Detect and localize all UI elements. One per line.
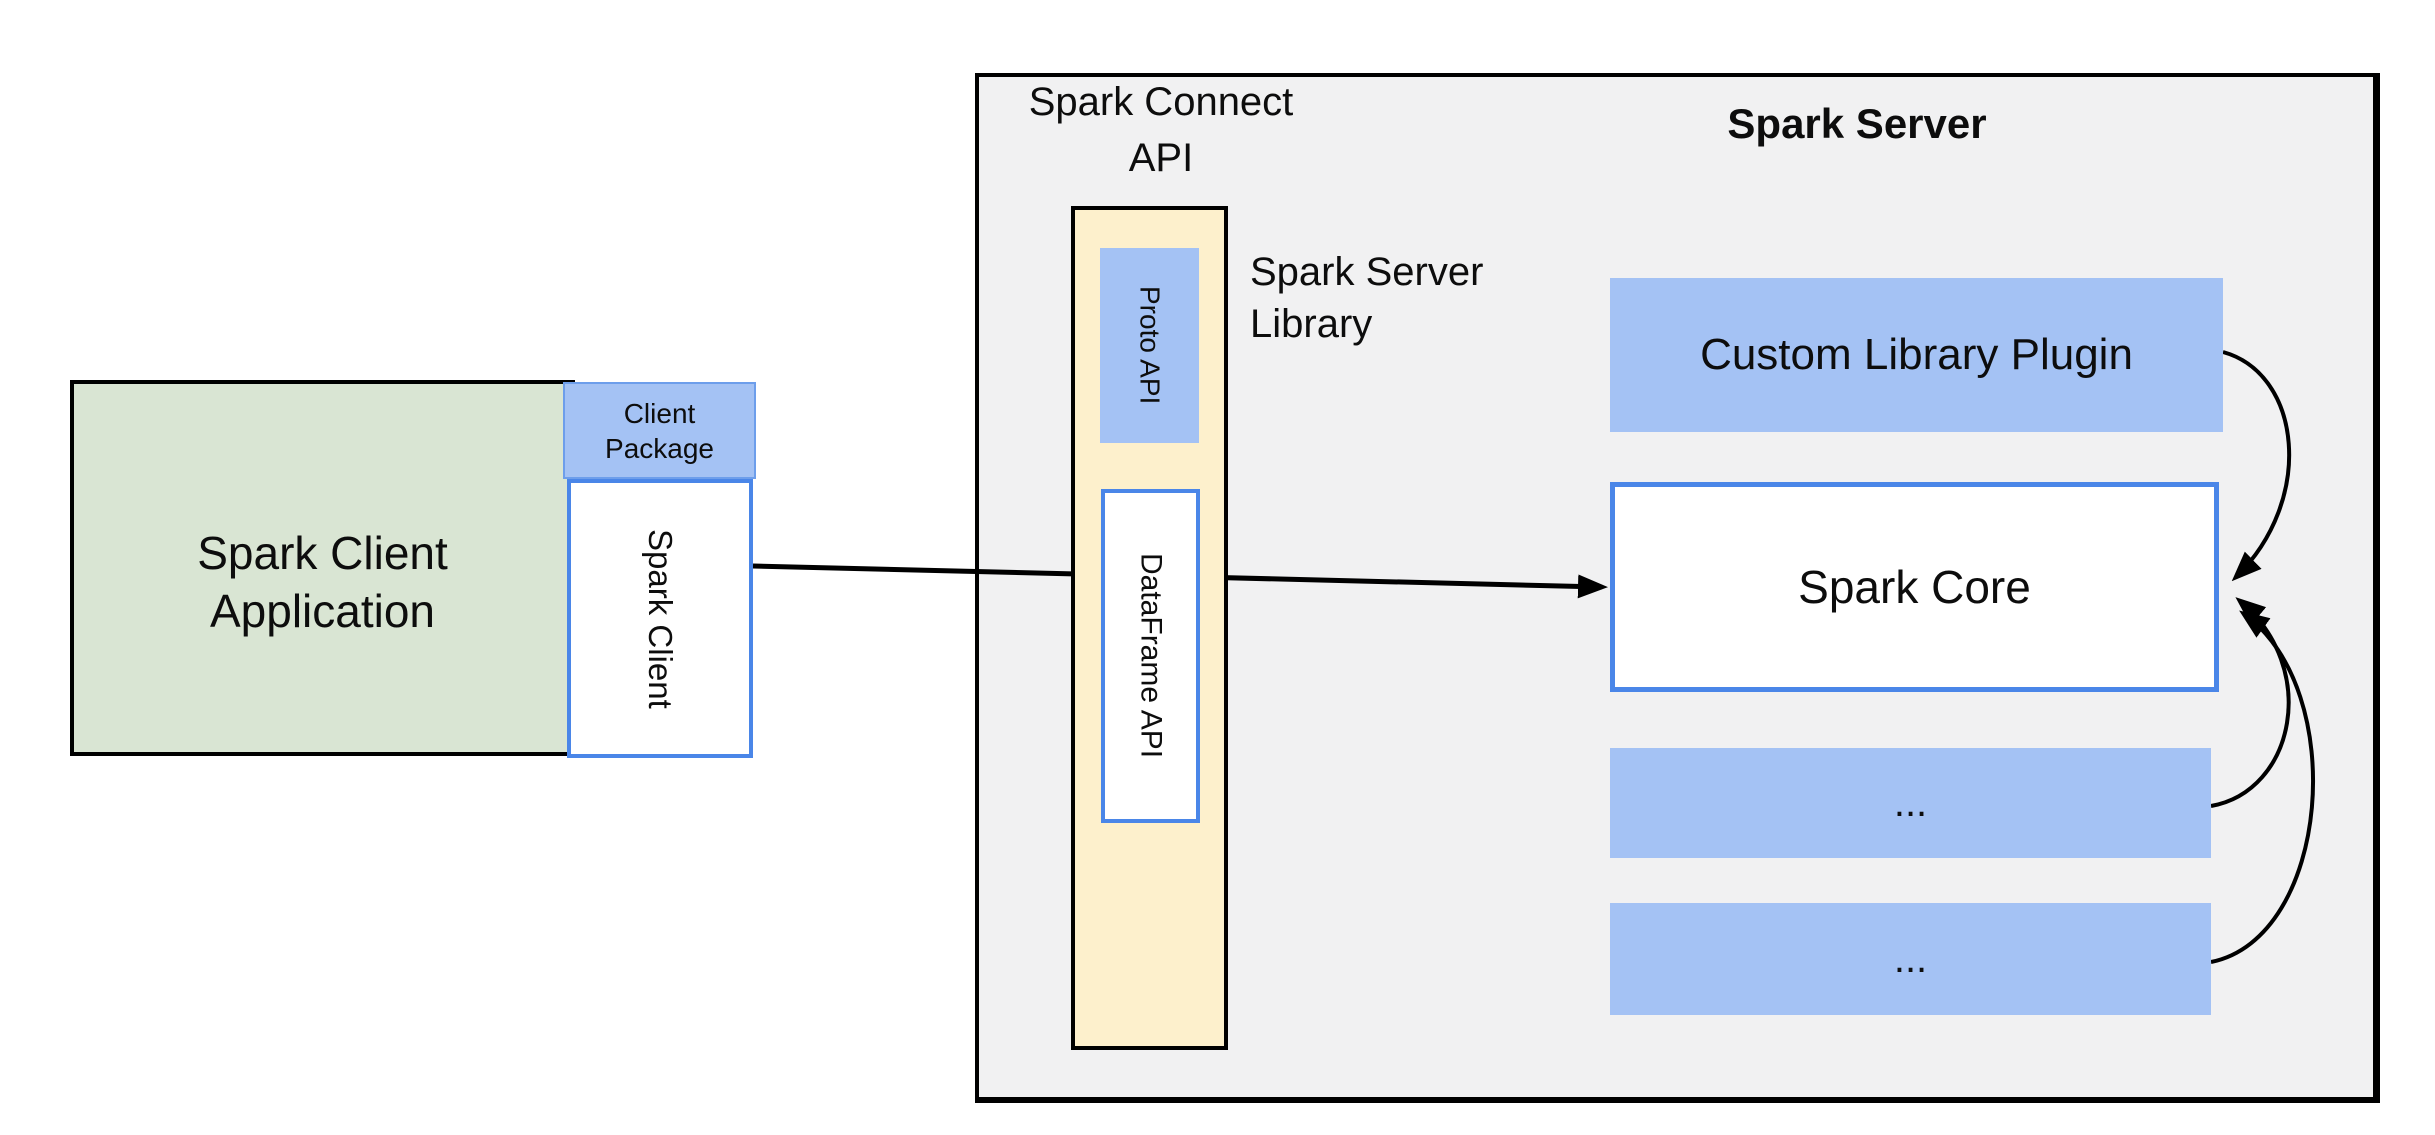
spark-core-box: Spark Core	[1610, 482, 2219, 692]
custom-library-plugin-label: Custom Library Plugin	[1700, 330, 2133, 379]
spark-server-title: Spark Server	[1727, 100, 1987, 147]
spark-client-application-line2: Application	[209, 585, 436, 637]
module-placeholder-box-2: ...	[1610, 903, 2211, 1015]
proto-api-box: Proto API	[1100, 248, 1199, 443]
spark-server-library-label: Spark Server Library	[1250, 246, 1580, 350]
module-placeholder-label-2: ...	[1893, 936, 1928, 981]
spark-client-box: Spark Client	[567, 479, 753, 758]
spark-connect-api-title-line2: API	[1128, 136, 1194, 180]
spark-client-label: Spark Client	[642, 528, 679, 709]
client-package-line2: Package	[605, 432, 714, 464]
spark-connect-api-title-line1: Spark Connect	[1028, 80, 1294, 124]
module-placeholder-label-1: ...	[1893, 780, 1928, 825]
dataframe-api-label: DataFrame API	[1134, 553, 1168, 759]
module-placeholder-box-1: ...	[1610, 748, 2211, 858]
dataframe-api-box: DataFrame API	[1101, 489, 1200, 823]
spark-core-label: Spark Core	[1798, 561, 2031, 613]
client-package-line1: Client	[623, 397, 696, 429]
spark-connect-api-title: Spark Connect API	[1001, 74, 1321, 186]
spark-server-library-label-line2: Library	[1250, 302, 1373, 346]
spark-server-library-label-line1: Spark Server	[1250, 250, 1484, 294]
proto-api-label: Proto API	[1134, 286, 1166, 405]
spark-client-application-box: Spark Client Application	[70, 380, 575, 756]
spark-client-application-line1: Spark Client	[197, 527, 448, 579]
client-package-box: Client Package	[563, 382, 756, 479]
custom-library-plugin-box: Custom Library Plugin	[1610, 278, 2223, 432]
